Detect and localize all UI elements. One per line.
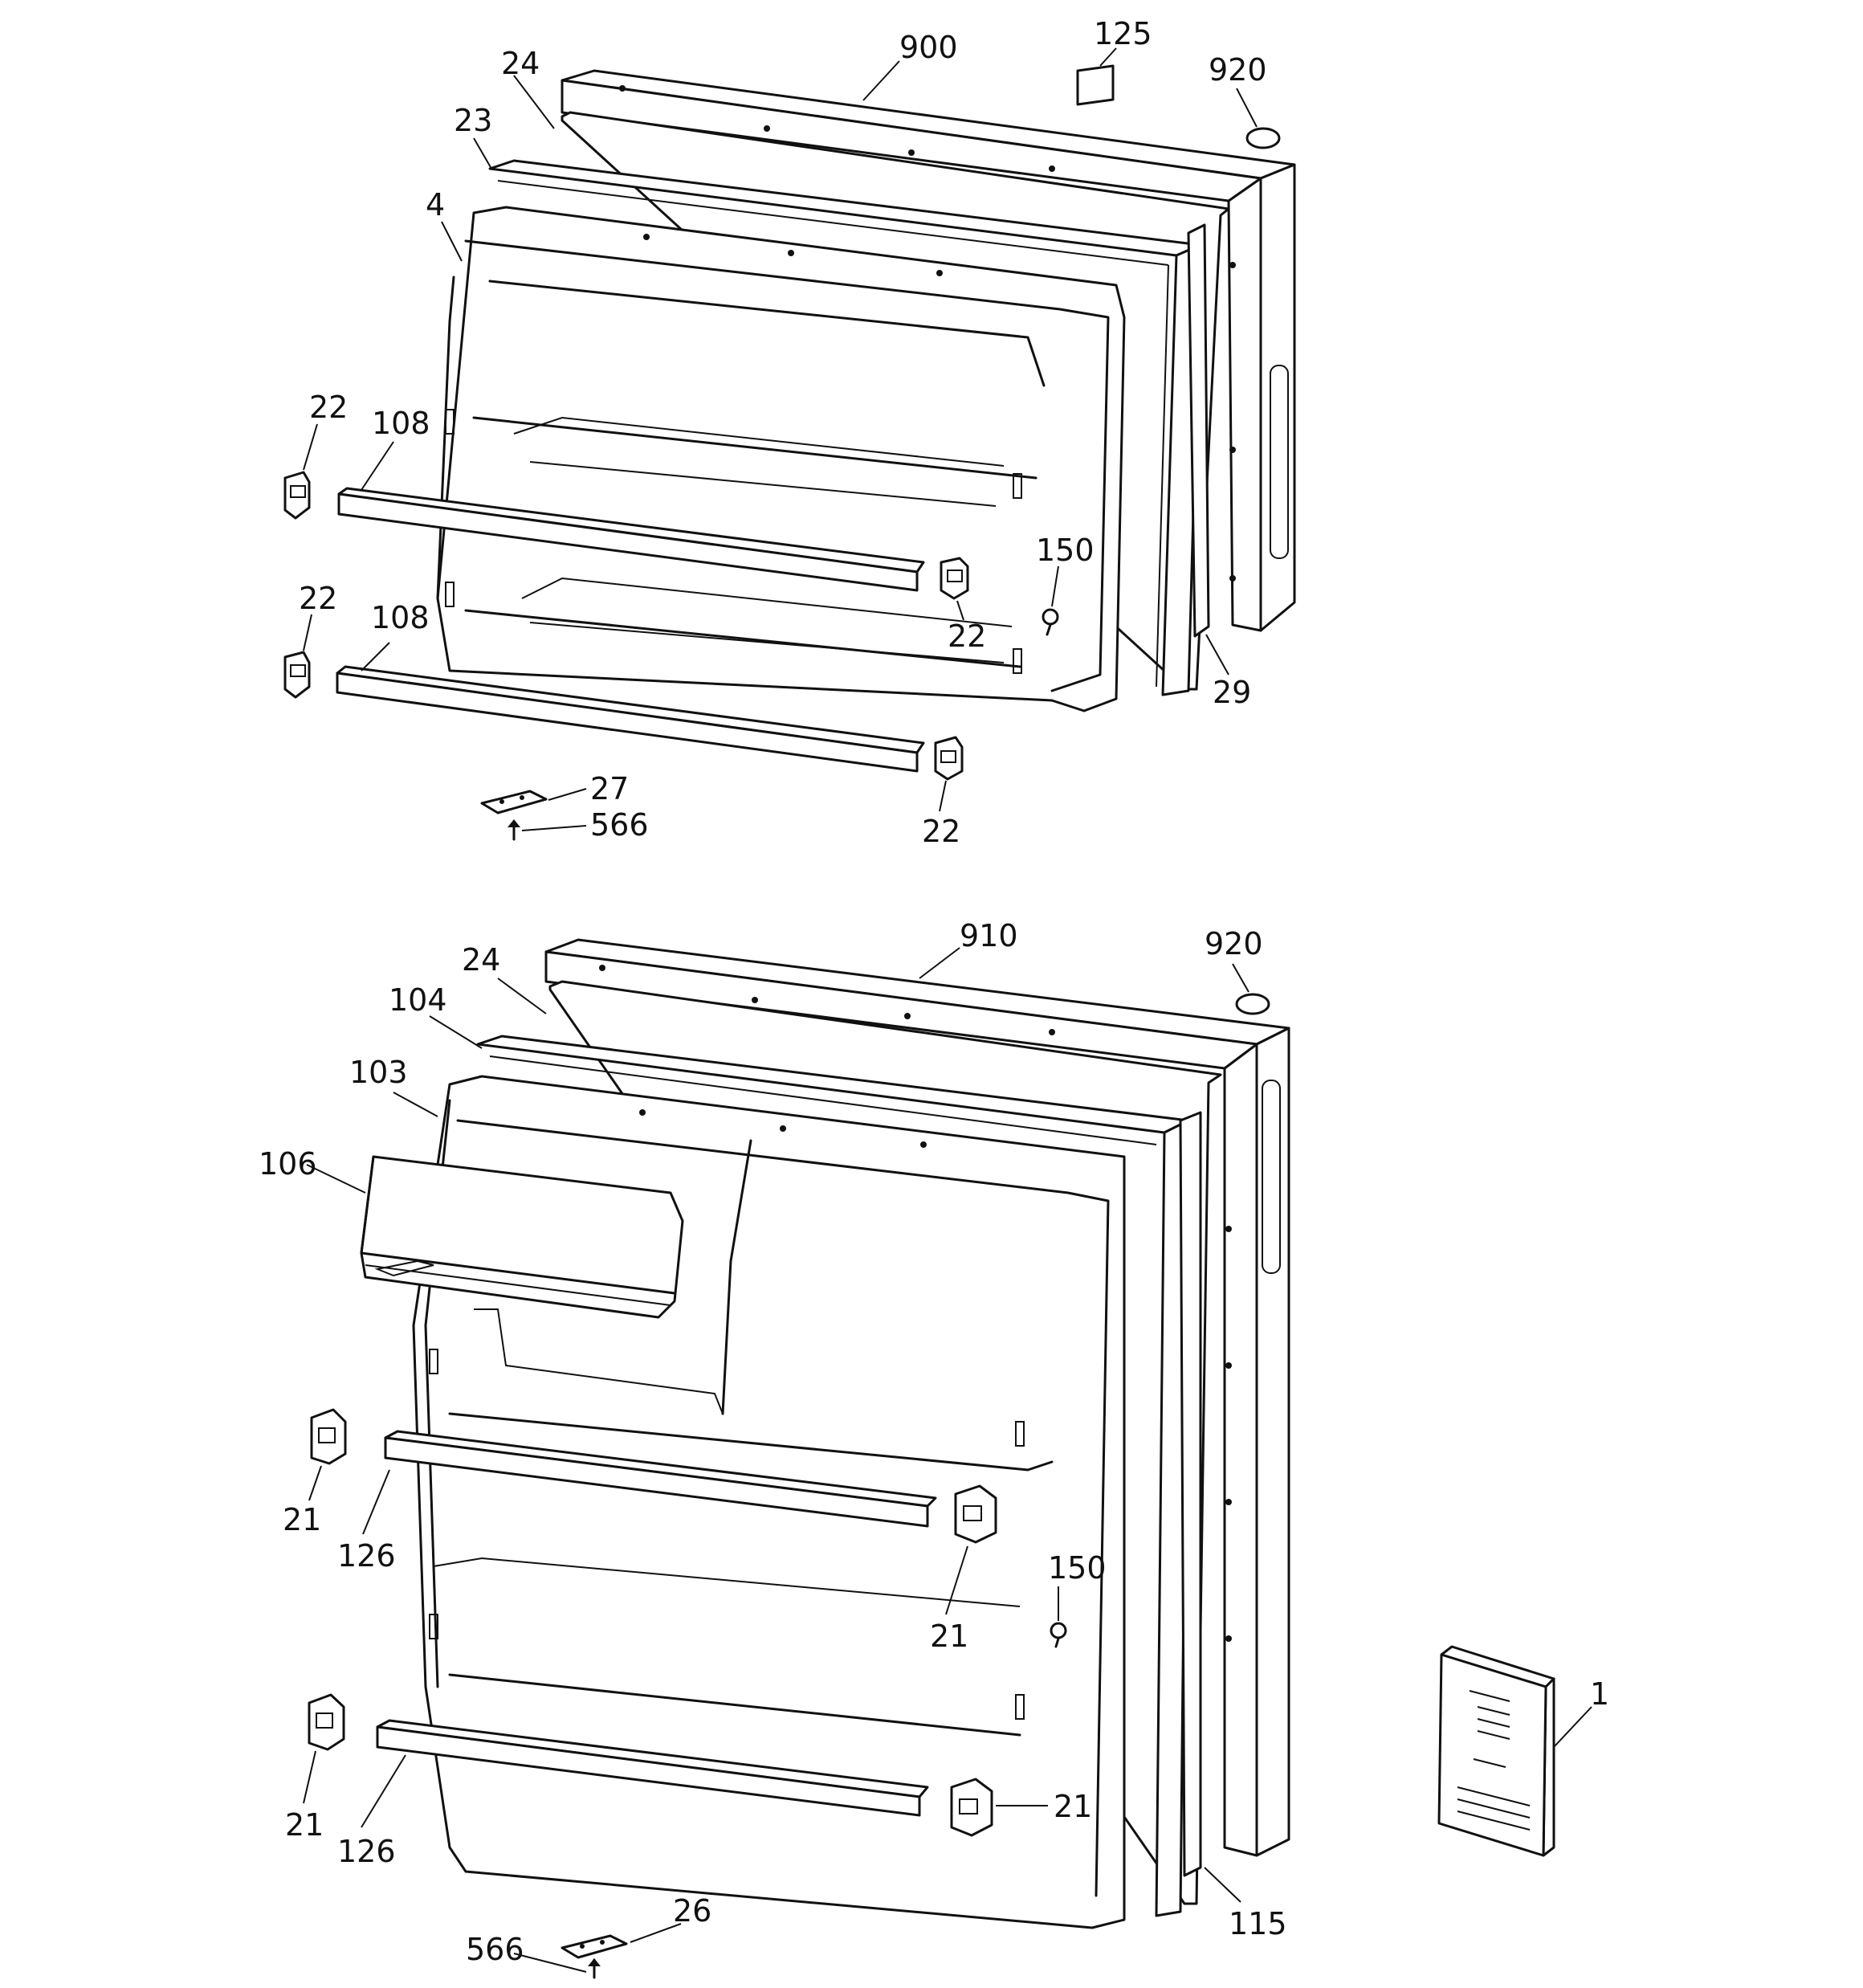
fresh-food-shelf-end-cap-1 xyxy=(310,1408,347,1465)
freezer-label-plate xyxy=(1076,64,1115,106)
freezer-shelf-bar-lower xyxy=(336,665,925,773)
callout-22-b: 22 xyxy=(948,618,986,654)
fresh-food-door-assembly: 910 920 24 104 103 106 21 126 150 21 21 … xyxy=(259,918,1609,1979)
callout-21-c: 21 xyxy=(285,1807,324,1843)
freezer-shelf-end-cap-1 xyxy=(283,471,311,520)
callout-920-bottom: 920 xyxy=(1205,926,1263,961)
freezer-hinge-plate xyxy=(480,790,548,814)
fresh-food-leader-lines xyxy=(303,947,1592,1973)
fresh-food-breaker-strip xyxy=(1179,1111,1202,1877)
freezer-hinge-plug xyxy=(1245,127,1281,149)
freezer-outer-door-panel xyxy=(561,69,1296,632)
fresh-food-screw xyxy=(1050,1622,1067,1648)
freezer-breaker-strip xyxy=(1187,223,1210,638)
callout-21-d: 21 xyxy=(1054,1789,1092,1824)
callout-104: 104 xyxy=(389,982,447,1018)
callout-22-d: 22 xyxy=(922,814,960,849)
callout-22-a: 22 xyxy=(309,390,348,425)
callout-24-top: 24 xyxy=(501,46,540,81)
callout-21-b: 21 xyxy=(930,1619,968,1654)
callout-126-b: 126 xyxy=(337,1834,396,1869)
callout-22-c: 22 xyxy=(299,581,337,616)
fresh-food-shelf-bar-upper xyxy=(384,1430,937,1528)
callout-115: 115 xyxy=(1229,1906,1287,1941)
callout-108-a: 108 xyxy=(372,406,430,441)
freezer-leader-lines xyxy=(303,47,1258,831)
callout-566-top: 566 xyxy=(590,807,649,843)
freezer-screw xyxy=(1042,608,1059,636)
fresh-food-outer-door-panel xyxy=(544,938,1290,1857)
callout-24-bottom: 24 xyxy=(462,942,500,978)
callout-126-a: 126 xyxy=(337,1538,396,1574)
freezer-shelf-end-cap-4 xyxy=(934,736,964,781)
owners-manual xyxy=(1437,1645,1555,1857)
callout-900: 900 xyxy=(899,30,958,65)
freezer-shelf-end-cap-2 xyxy=(940,557,969,600)
freezer-shelf-end-cap-3 xyxy=(283,651,311,699)
callout-26: 26 xyxy=(673,1893,711,1929)
callout-125: 125 xyxy=(1094,16,1152,51)
freezer-shelf-bar-upper xyxy=(337,487,925,592)
callout-23: 23 xyxy=(454,103,492,138)
fresh-food-shelf-end-cap-3 xyxy=(308,1693,345,1751)
callout-150-top: 150 xyxy=(1036,533,1095,568)
freezer-hinge-screw xyxy=(508,819,520,841)
fresh-food-hinge-plate xyxy=(561,1934,628,1959)
callout-29: 29 xyxy=(1213,675,1251,710)
callout-566-bottom: 566 xyxy=(466,1932,524,1967)
freezer-door-assembly: 900 125 920 24 23 4 22 108 150 22 22 108… xyxy=(283,16,1296,849)
callout-150-bottom: 150 xyxy=(1048,1550,1107,1586)
fresh-food-shelf-bar-lower xyxy=(376,1719,929,1817)
callout-920-top: 920 xyxy=(1209,52,1267,88)
callout-108-b: 108 xyxy=(371,600,430,635)
fresh-food-shelf-end-cap-2 xyxy=(954,1484,997,1544)
callout-106: 106 xyxy=(259,1146,317,1182)
callout-4: 4 xyxy=(426,187,445,222)
callout-103: 103 xyxy=(349,1055,408,1090)
fresh-food-shelf-end-cap-4 xyxy=(950,1778,993,1837)
fresh-food-hinge-screw xyxy=(588,1958,601,1979)
callout-910: 910 xyxy=(960,918,1018,953)
callout-21-a: 21 xyxy=(283,1502,321,1537)
fresh-food-hinge-plug xyxy=(1235,993,1270,1015)
callout-1: 1 xyxy=(1590,1676,1609,1712)
dairy-compartment-cover xyxy=(360,1155,684,1319)
freezer-door-liner xyxy=(436,206,1126,712)
callout-27: 27 xyxy=(590,771,629,806)
